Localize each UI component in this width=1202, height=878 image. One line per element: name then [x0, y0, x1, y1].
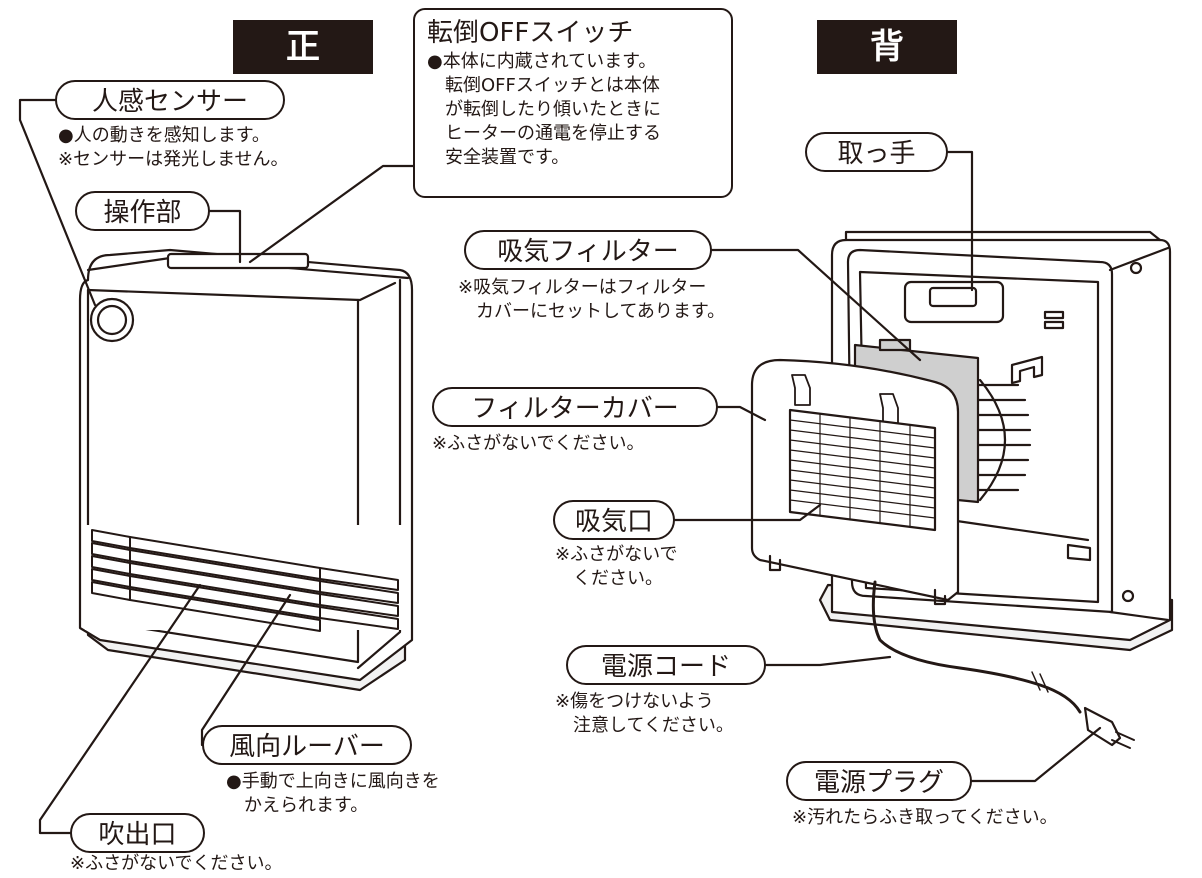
- note-filter-cover: ※ふさがないでください。: [432, 433, 645, 454]
- label-louver: 風向ルーバー: [202, 725, 412, 765]
- note-intake-filter: ※吸気フィルターはフィルター カバーにセットしてあります。: [458, 277, 726, 322]
- note-louver: ●手動で上向きに風向きを かえられます。: [226, 771, 440, 816]
- note-motion-sensor: ●人の動きを感知します。 ※センサーは発光しません。: [58, 125, 289, 170]
- label-intake-port: 吸気口: [553, 500, 675, 540]
- label-handle: 取っ手: [805, 132, 948, 172]
- note-power-plug: ※汚れたらふき取ってください。: [792, 807, 1058, 828]
- label-filter-cover: フィルターカバー: [432, 387, 718, 427]
- front-heater-unit: [78, 248, 414, 692]
- front-view-heading: 正面: [233, 20, 373, 121]
- tip-switch-callout: 転倒OFFスイッチ ●本体に内蔵されています。 転倒OFFスイッチとは本体 が転…: [413, 8, 733, 198]
- tip-switch-note: ●本体に内蔵されています。 転倒OFFスイッチとは本体 が転倒したり傾いたときに…: [427, 51, 661, 168]
- back-view-heading: 背面: [817, 20, 957, 121]
- label-intake-filter: 吸気フィルター: [464, 230, 712, 270]
- back-heater-unit: [750, 230, 1174, 749]
- label-power-cord: 電源コード: [566, 645, 766, 685]
- note-intake-port: ※ふさがないで ください。: [555, 544, 678, 589]
- note-outlet: ※ふさがないでください。: [70, 853, 283, 874]
- label-control-panel: 操作部: [75, 191, 210, 231]
- label-outlet: 吹出口: [70, 813, 205, 853]
- fan-grille: [973, 378, 1032, 502]
- note-power-cord: ※傷をつけないよう 注意してください。: [555, 691, 734, 736]
- label-power-plug: 電源プラグ: [786, 761, 972, 801]
- label-motion-sensor: 人感センサー: [55, 80, 285, 120]
- tip-switch-title: 転倒OFFスイッチ: [427, 18, 634, 48]
